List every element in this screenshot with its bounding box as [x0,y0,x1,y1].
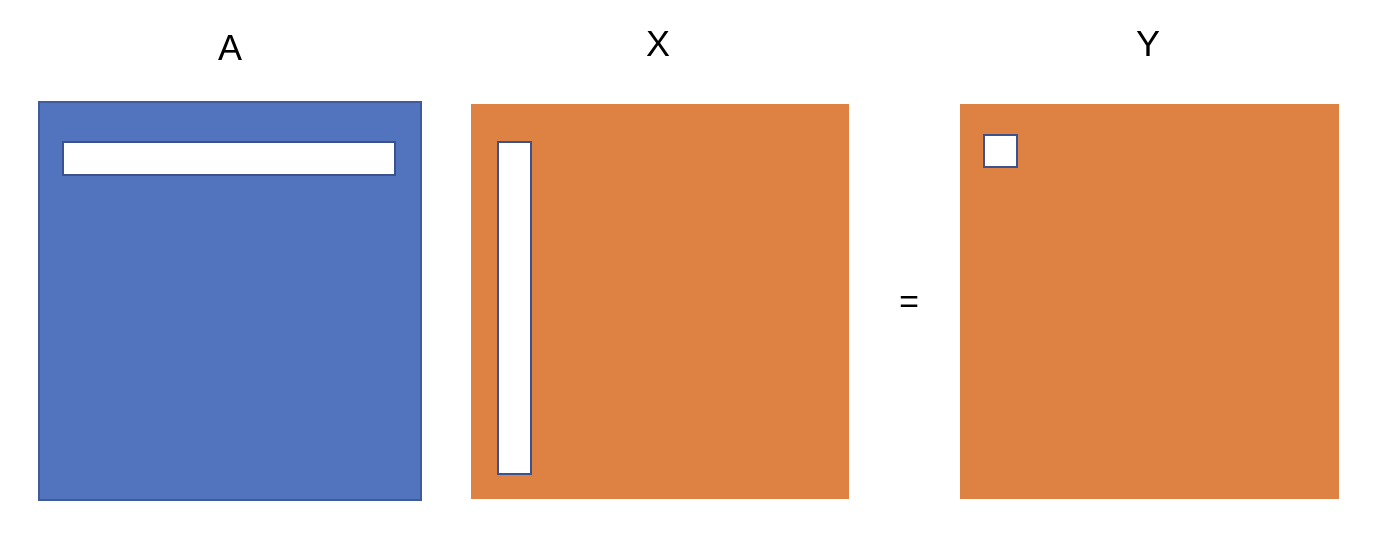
matrix-y-element-highlight [983,134,1018,168]
label-x: X [645,23,670,64]
label-a: A [217,27,242,68]
matrix-x [471,104,849,499]
matrix-x-column-highlight [497,141,532,475]
matrix-a-row-highlight [62,141,396,176]
matrix-y [960,104,1339,499]
equals-sign: = [899,283,919,321]
label-y: Y [1135,23,1160,64]
